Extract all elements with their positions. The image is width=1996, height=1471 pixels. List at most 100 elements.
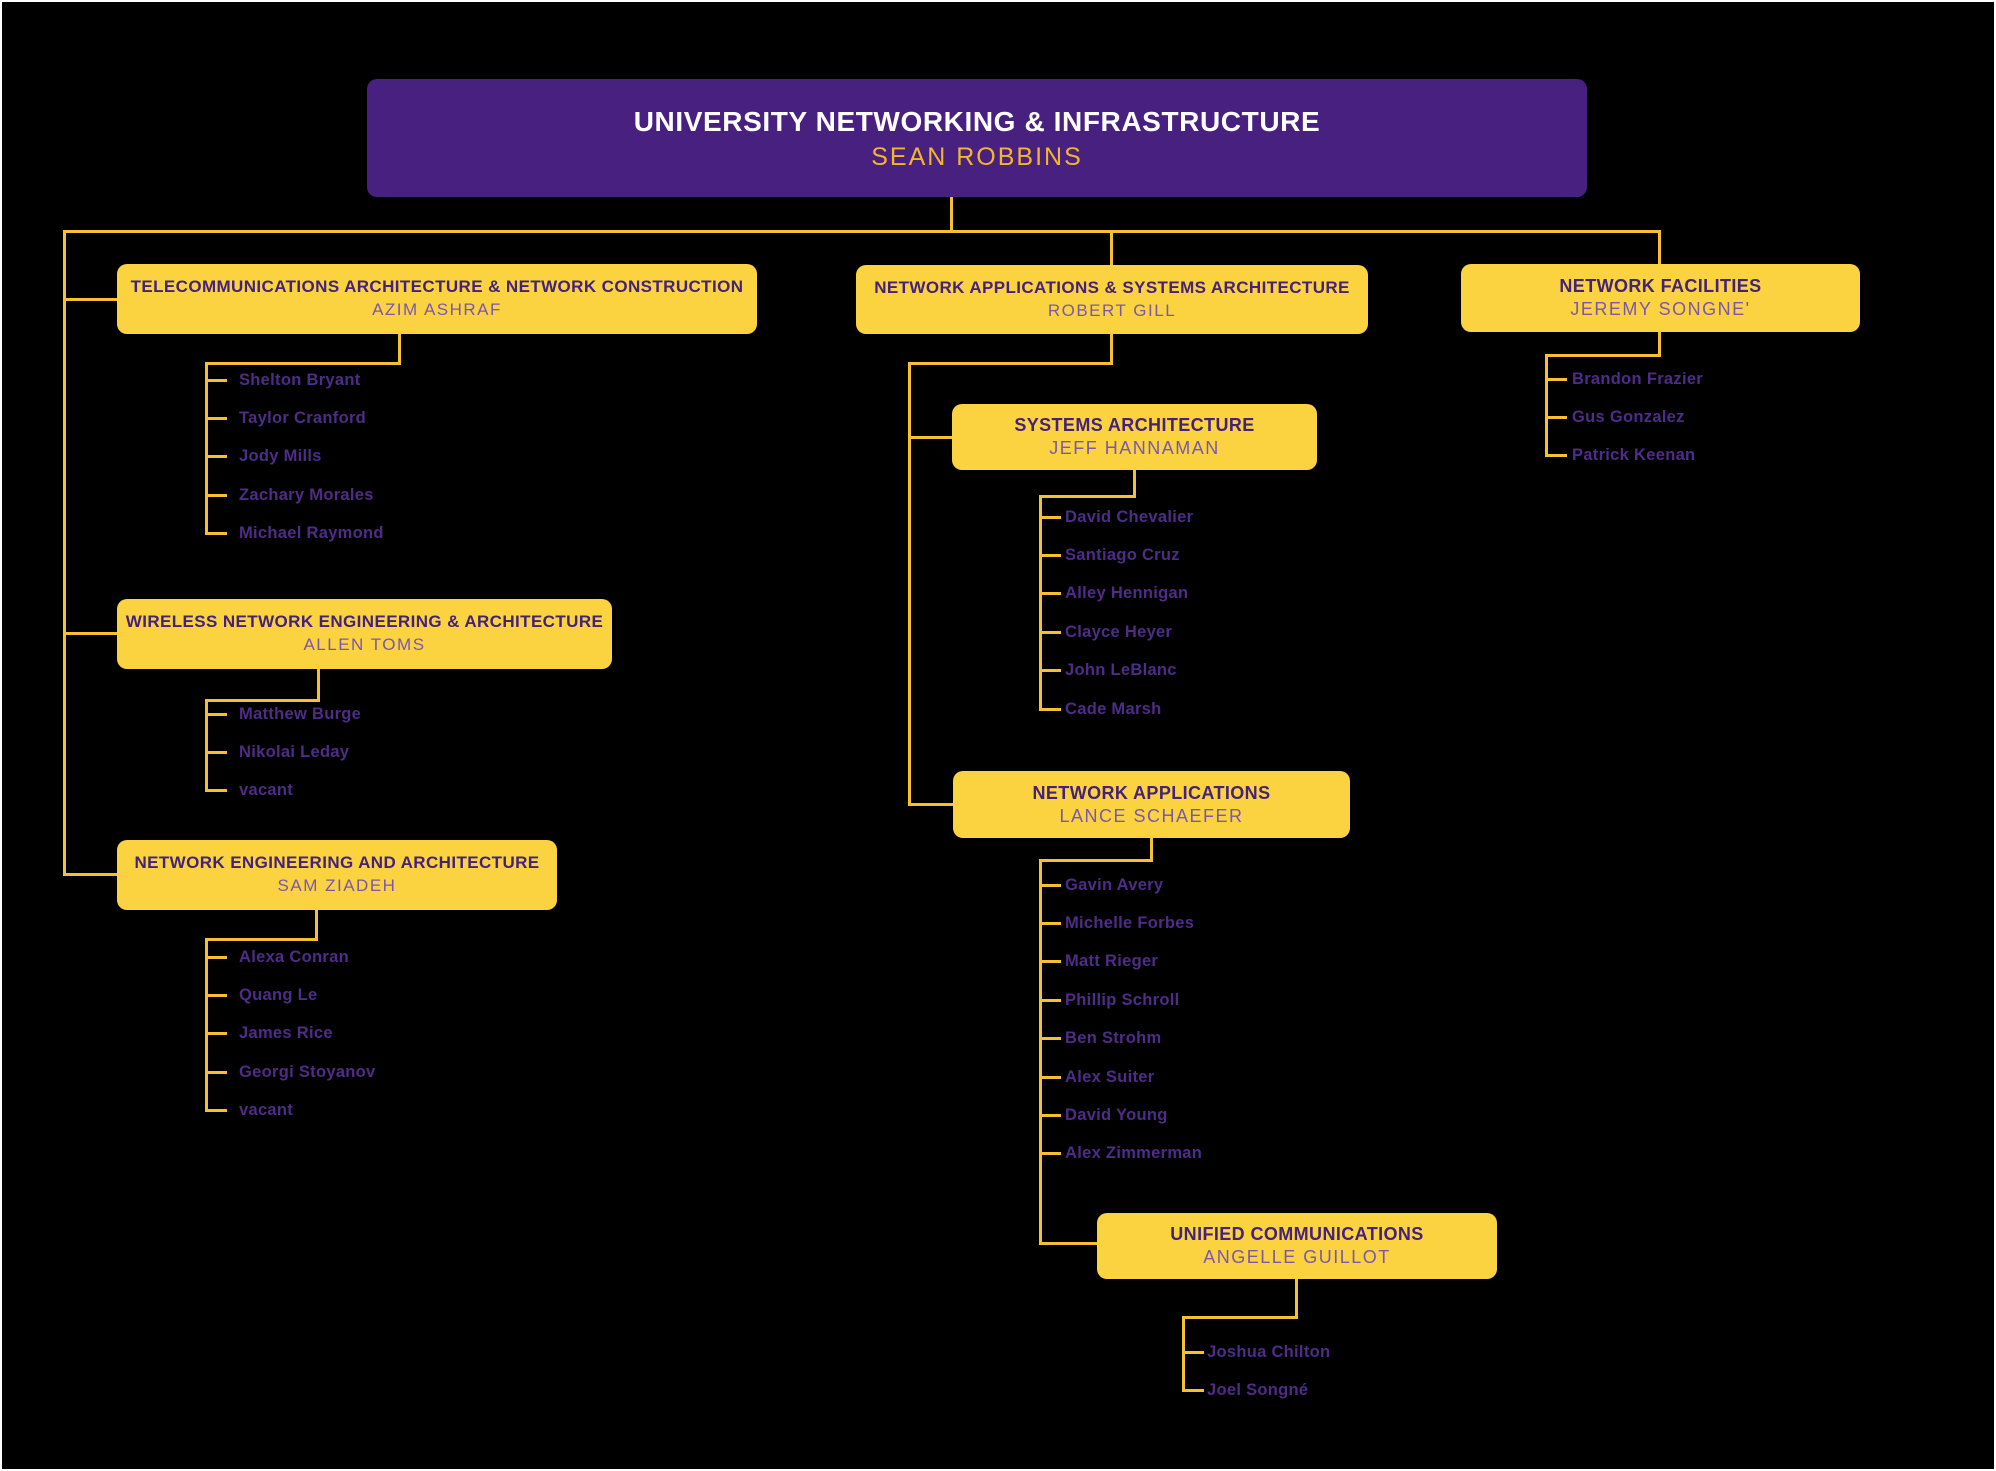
team-member: Quang Le [239,986,318,1005]
connector-line [205,994,227,997]
department-title: NETWORK ENGINEERING AND ARCHITECTURE [134,853,540,873]
team-member: Patrick Keenan [1572,446,1696,465]
team-member: Zachary Morales [239,485,374,504]
team-member: Ben Strohm [1065,1029,1162,1048]
team-member: Joel Songné [1207,1381,1309,1400]
connector-line [1545,454,1567,457]
department-title: UNIFIED COMMUNICATIONS [1170,1224,1424,1245]
department-title: WIRELESS NETWORK ENGINEERING & ARCHITECT… [125,612,604,632]
connector-line [205,956,227,959]
connector-line [1039,516,1061,519]
connector-line [205,938,318,941]
connector-line [205,1032,227,1035]
connector-line [1182,1389,1204,1392]
team-member: Georgi Stoyanov [239,1062,376,1081]
connector-line [1110,230,1113,268]
connector-line [205,713,227,716]
connector-line [315,910,318,940]
connector-line [1545,354,1548,457]
team-member: vacant [239,1101,294,1120]
connector-line [1039,1242,1100,1245]
connector-line [908,803,953,806]
team-member: Michael Raymond [239,524,384,543]
department-title: SYSTEMS ARCHITECTURE [1014,415,1255,436]
department-title: NETWORK FACILITIES [1559,276,1762,297]
department-title: NETWORK APPLICATIONS [1032,782,1271,803]
connector-line [205,362,208,535]
team-member: John LeBlanc [1065,661,1177,680]
connector-line [1295,1279,1298,1319]
team-member: Jody Mills [239,447,322,466]
connector-line [1039,495,1136,498]
org-node-root: UNIVERSITY NETWORKING & INFRASTRUCTURE S… [367,79,1587,197]
team-member: Alex Zimmerman [1065,1144,1203,1163]
connector-line [1110,334,1113,364]
team-member: David Chevalier [1065,507,1194,526]
team-member: James Rice [239,1024,333,1043]
connector-line [1658,332,1661,357]
org-node-systems-architecture: SYSTEMS ARCHITECTURE JEFF HANNAMAN [952,404,1317,470]
department-manager: JEFF HANNAMAN [1049,438,1220,459]
connector-line [1039,960,1061,963]
team-member: Phillip Schroll [1065,990,1180,1009]
connector-line [317,669,320,701]
connector-line [1182,1316,1185,1392]
team-member: Brandon Frazier [1572,369,1704,388]
connector-line [1545,416,1567,419]
connector-line [1150,838,1153,861]
department-manager: ANGELLE GUILLOT [1203,1247,1391,1268]
department-manager: SAM ZIADEH [277,876,397,896]
connector-line [1545,378,1567,381]
connector-line [205,1071,227,1074]
connector-line [1039,1037,1061,1040]
connector-line [205,1109,227,1112]
team-member: Alexa Conran [239,947,349,966]
connector-line [1182,1316,1298,1319]
connector-line [63,632,117,635]
connector-line [1039,495,1042,711]
org-node-network-applications: NETWORK APPLICATIONS LANCE SCHAEFER [953,771,1350,838]
connector-line [1039,884,1061,887]
connector-line [1658,230,1661,267]
department-title: NETWORK APPLICATIONS & SYSTEMS ARCHITECT… [874,277,1350,297]
team-member: vacant [239,781,294,800]
department-manager: ROBERT GILL [1047,300,1177,320]
connector-line [908,362,1113,365]
connector-line [1039,1114,1061,1117]
connector-line [1039,708,1061,711]
connector-line [63,298,117,301]
connector-line [950,197,953,233]
connector-line [205,751,227,754]
org-node-netapps-sysarch: NETWORK APPLICATIONS & SYSTEMS ARCHITECT… [856,265,1368,334]
connector-line [1039,999,1061,1002]
connector-line [1039,1152,1061,1155]
connector-line [205,379,227,382]
team-member: Gus Gonzalez [1572,408,1685,427]
department-manager: LANCE SCHAEFER [1059,805,1244,826]
team-member: Joshua Chilton [1207,1342,1331,1361]
connector-line [1039,592,1061,595]
connector-line [908,362,911,806]
connector-line [63,230,66,876]
connector-line [205,699,320,702]
team-member: Matt Rieger [1065,952,1159,971]
connector-line [1133,470,1136,497]
connector-line [1039,859,1153,862]
connector-line [1039,669,1061,672]
team-member: Michelle Forbes [1065,914,1195,933]
team-member: Matthew Burge [239,704,362,723]
connector-line [1545,354,1661,357]
team-member: David Young [1065,1106,1168,1125]
team-member: Nikolai Leday [239,743,350,762]
connector-line [1182,1351,1204,1354]
connector-line [63,230,1661,233]
connector-line [908,436,952,439]
connector-line [63,873,117,876]
connector-line [1039,859,1042,1245]
team-member: Taylor Cranford [239,409,367,428]
